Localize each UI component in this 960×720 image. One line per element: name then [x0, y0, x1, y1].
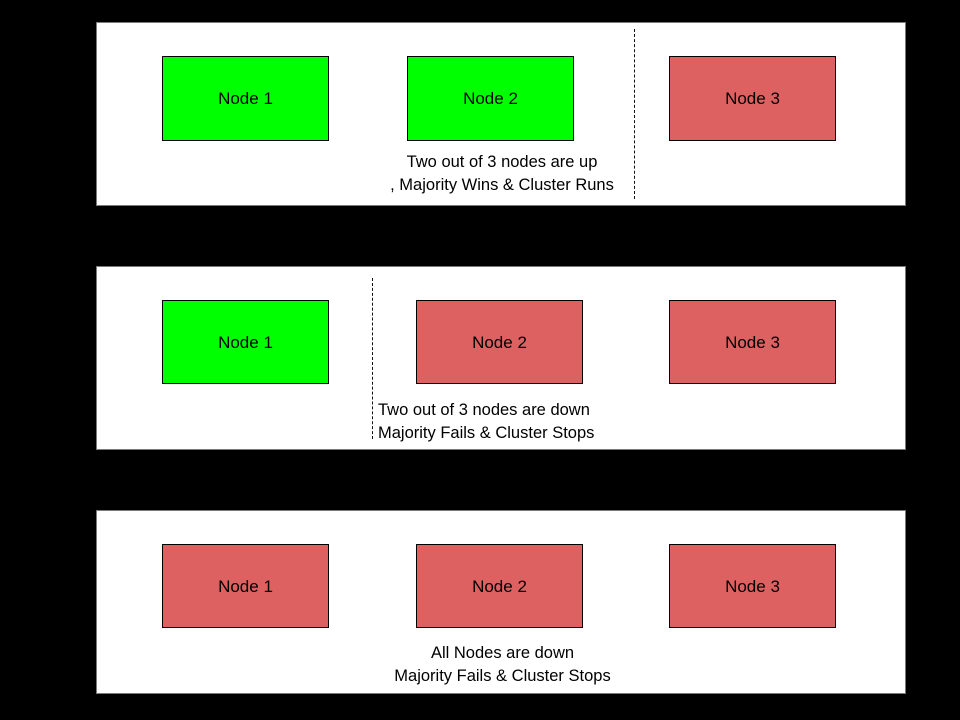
node-box-3[interactable]: Node 3 [669, 300, 836, 384]
caption-line-2: Majority Fails & Cluster Stops [394, 667, 611, 686]
node-box-1[interactable]: Node 1 [162, 56, 329, 141]
node-box-3[interactable]: Node 3 [669, 544, 836, 628]
scenario-panel-all-down: Node 1 Node 2 Node 3 All Nodes are down … [96, 510, 906, 694]
scenario-panel-one-up-two-down: Node 1 Node 2 Node 3 Two out of 3 nodes … [96, 266, 906, 450]
node-box-1[interactable]: Node 1 [162, 300, 329, 384]
node-box-2[interactable]: Node 2 [416, 544, 583, 628]
caption-line-2: Majority Fails & Cluster Stops [378, 424, 595, 443]
node-box-3[interactable]: Node 3 [669, 56, 836, 141]
node-box-2[interactable]: Node 2 [416, 300, 583, 384]
caption-line-1: Two out of 3 nodes are down [378, 401, 590, 419]
scenario-caption: Two out of 3 nodes are up , Majority Win… [367, 151, 637, 198]
scenario-panel-two-up-one-down: Node 1 Node 2 Node 3 Two out of 3 nodes … [96, 22, 906, 206]
caption-line-1: All Nodes are down [430, 644, 575, 662]
quorum-divider-line [372, 278, 373, 439]
node-box-2[interactable]: Node 2 [407, 56, 574, 141]
caption-line-1: Two out of 3 nodes are up [406, 153, 598, 171]
scenario-caption: Two out of 3 nodes are down Majority Fai… [378, 399, 594, 446]
quorum-divider-line [634, 29, 635, 199]
caption-line-2: , Majority Wins & Cluster Runs [390, 176, 614, 195]
node-box-1[interactable]: Node 1 [162, 544, 329, 628]
scenario-caption: All Nodes are down Majority Fails & Clus… [315, 642, 690, 689]
